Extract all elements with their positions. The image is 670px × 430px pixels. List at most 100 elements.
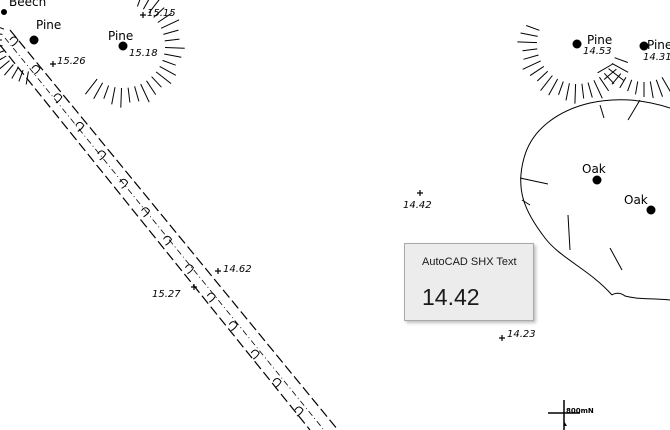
canopy-stroke: [661, 76, 670, 93]
spot-level-label: 15.18: [129, 48, 158, 59]
spot-marker: [215, 268, 221, 274]
canopy-stroke: [603, 72, 615, 85]
canopy-stroke: [0, 27, 5, 30]
tree-label: Oak: [624, 193, 648, 207]
canopy-stroke: [523, 54, 539, 60]
canopy-stroke: [151, 76, 162, 88]
canopy-stroke: [522, 60, 541, 70]
canopy-stroke: [163, 29, 179, 35]
canopy-stroke: [574, 83, 577, 104]
tree-labels: Beech Pine Pine Pine Pine Oak Oak: [9, 0, 670, 207]
canopy-stroke: [593, 80, 603, 99]
canopy-stroke: [627, 79, 633, 92]
hedge-symbol: [9, 36, 19, 47]
canopy-stroke: [619, 76, 627, 89]
tree-label: Pine: [647, 38, 670, 52]
canopy-stroke: [153, 7, 165, 18]
canopy-stroke: [0, 60, 10, 70]
spot-marker: [50, 61, 56, 67]
crosshair-cursor-icon: [548, 400, 580, 430]
canopy-stroke: [522, 48, 538, 52]
spot-marker: [140, 12, 146, 18]
canopy-stroke: [587, 82, 593, 98]
tree-label: Beech: [9, 0, 46, 9]
canopy-stroke: [517, 41, 538, 44]
canopy-stroke: [536, 70, 549, 82]
canopy-stroke: [164, 38, 180, 42]
canopy-stroke: [120, 87, 122, 108]
canopy-stroke: [635, 81, 639, 95]
spot-level-label: 14.23: [507, 329, 536, 340]
tree-trunks: [1, 9, 656, 215]
hedge-symbol: [294, 406, 304, 417]
tree-canopies: [0, 0, 670, 108]
spot-level-label: 14.62: [223, 264, 252, 275]
tree-label: Pine: [587, 33, 612, 47]
hedge-symbol: [163, 235, 173, 246]
hedge-symbol: [184, 264, 194, 275]
canopy-stroke: [611, 62, 629, 73]
tree-label: Pine: [108, 29, 133, 43]
hedge-symbol: [206, 292, 216, 303]
hedge-symbol: [53, 93, 63, 104]
spot-level-label[interactable]: 14.42: [403, 200, 432, 211]
canopy-stroke: [608, 68, 624, 81]
canopy-stroke: [111, 87, 116, 105]
tree-trunk: [592, 175, 602, 185]
spot-level-label: 15.27: [152, 289, 181, 300]
canopy-stroke: [162, 59, 176, 66]
canopy-stroke: [548, 78, 559, 96]
canopy-stroke: [148, 0, 160, 14]
canopy-stroke: [142, 0, 150, 10]
canopy-stroke: [134, 86, 140, 102]
hover-tooltip: AutoCAD SHX Text 14.42: [404, 243, 534, 321]
tree-label: Pine: [36, 18, 61, 32]
canopy-stroke: [540, 75, 553, 91]
tree-trunk: [646, 205, 656, 215]
canopy-stroke: [581, 83, 585, 99]
tooltip-title: AutoCAD SHX Text: [422, 256, 517, 268]
canopy-stroke: [160, 19, 180, 29]
canopy-stroke: [155, 71, 172, 84]
canopy-stroke: [558, 81, 564, 95]
spot-marker: [417, 190, 423, 196]
hedge-symbol: [141, 207, 151, 218]
canopy-stroke: [146, 80, 157, 95]
canopy-stroke: [136, 0, 141, 7]
tree-trunk: [29, 35, 39, 45]
canopy-stroke: [103, 85, 110, 99]
tree-label: Oak: [582, 162, 606, 176]
canopy-stroke: [603, 68, 617, 80]
canopy-stroke: [4, 64, 14, 76]
canopy-stroke: [598, 76, 610, 92]
hedge-symbol: [31, 64, 41, 75]
canopy-stroke: [159, 65, 177, 76]
spot-labels: 15.15 15.18 15.26 14.53 14.31 14.42 14.6…: [57, 8, 670, 340]
tree-trunk: [1, 9, 7, 15]
canopy-stroke: [0, 50, 5, 53]
canopy-stroke: [93, 82, 104, 100]
canopy-stroke: [140, 83, 150, 103]
hedge-symbols: [9, 36, 304, 417]
canopy-stroke: [11, 67, 19, 79]
tree-trunk: [639, 41, 649, 51]
path-edge-right: [9, 29, 339, 430]
path-centerline: [4, 37, 325, 430]
hedge-symbol: [272, 378, 282, 388]
canopy-stroke: [611, 73, 622, 85]
spot-level-label: 14.31: [643, 52, 670, 63]
tooltip-value: 14.42: [422, 284, 480, 310]
canopy-stroke: [614, 57, 628, 63]
canopy-stroke: [0, 55, 7, 61]
tree-trunk: [118, 41, 128, 51]
path-edges: [0, 29, 339, 430]
canopy-stroke: [520, 32, 538, 37]
spot-level-label: 15.26: [57, 56, 86, 67]
canopy-stroke: [85, 78, 98, 95]
spot-marker: [191, 284, 197, 290]
cursor-coordinate-label: 800mN: [566, 407, 594, 415]
canopy-stroke: [164, 47, 185, 49]
canopy-stroke: [529, 65, 545, 77]
canopy-stroke: [164, 53, 182, 58]
